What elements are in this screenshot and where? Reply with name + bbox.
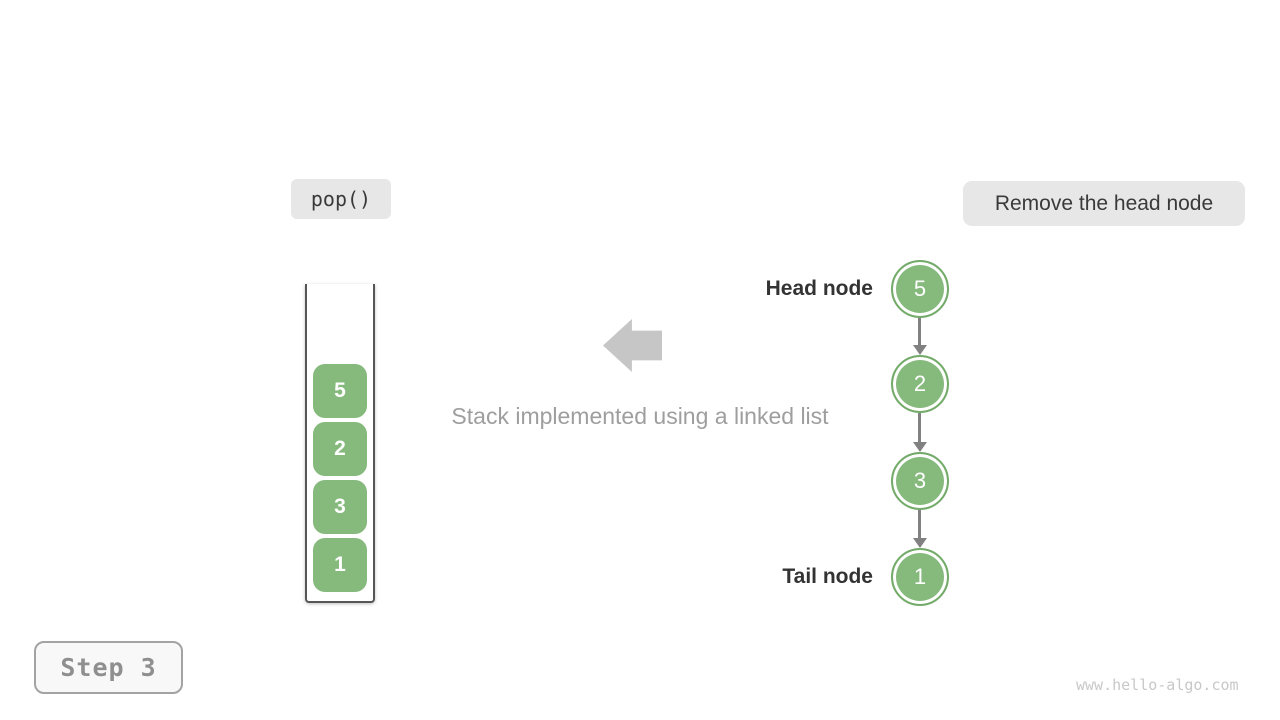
down-arrow-icon — [913, 510, 927, 548]
step-indicator: Step 3 — [34, 641, 183, 694]
stack-item: 3 — [313, 480, 367, 534]
stack-container: 5 2 3 1 — [305, 284, 375, 603]
linked-list-node: 1 — [891, 548, 949, 606]
stack-item: 5 — [313, 364, 367, 418]
diagram-caption: Stack implemented using a linked list — [451, 403, 829, 429]
head-node-label: Head node — [765, 277, 873, 300]
down-arrow-icon — [913, 318, 927, 355]
watermark-text: www.hello-algo.com — [1076, 676, 1239, 694]
stack-item: 1 — [313, 538, 367, 592]
down-arrow-icon — [913, 413, 927, 452]
action-description-text: Remove the head node — [994, 191, 1214, 215]
pop-operation-text: pop() — [310, 187, 372, 211]
linked-list-node: 5 — [891, 260, 949, 318]
action-description-label: Remove the head node — [963, 181, 1245, 226]
left-block-arrow-icon — [603, 319, 662, 372]
linked-list-node: 3 — [891, 452, 949, 510]
tail-node-label: Tail node — [782, 565, 873, 588]
step-indicator-text: Step 3 — [60, 653, 157, 682]
pop-operation-label: pop() — [291, 179, 391, 219]
stack-item: 2 — [313, 422, 367, 476]
linked-list-node: 2 — [891, 355, 949, 413]
